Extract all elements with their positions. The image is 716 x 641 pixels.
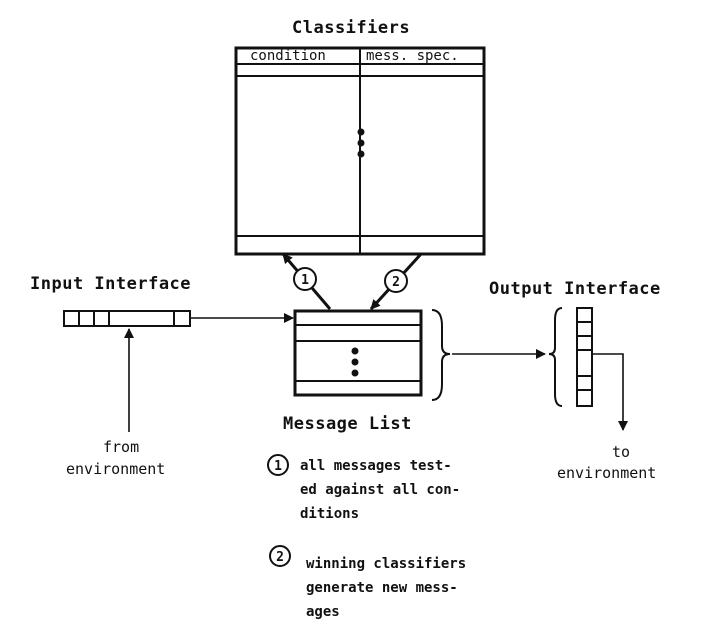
- message-list-title: Message List: [283, 414, 412, 434]
- note-two-marker-label: 2: [276, 550, 284, 565]
- marker-two-circle: [384, 269, 408, 293]
- marker-two-label: 2: [392, 275, 400, 290]
- note-one-marker-label: 1: [274, 459, 282, 474]
- marker-one-circle: [293, 267, 317, 291]
- message-list-ellipsis: [351, 347, 359, 377]
- note-one-line2: ed against all con-: [300, 482, 461, 498]
- output-interface-bracket: [548, 307, 563, 407]
- note-two-line2: generate new mess-: [306, 580, 458, 596]
- input-interface-register: [63, 310, 191, 327]
- output-interface-title: Output Interface: [489, 279, 661, 299]
- note-one-line3: ditions: [300, 506, 360, 522]
- note-one-circle: [267, 454, 289, 476]
- note-two-line1: winning classifiers: [306, 556, 467, 572]
- note-two-circle: [269, 545, 291, 567]
- output-interface-register: [576, 307, 593, 407]
- to-environment-line1: to: [612, 443, 631, 461]
- from-environment-line2: environment: [66, 460, 166, 478]
- classifiers-mess-spec-header: mess. spec.: [366, 48, 459, 64]
- classifiers-table: [234, 46, 486, 256]
- input-interface-title: Input Interface: [30, 274, 192, 294]
- classifiers-ellipsis: [357, 128, 365, 158]
- to-environment-arrow: [592, 353, 628, 431]
- marker-one-label: 1: [301, 273, 309, 288]
- to-environment-line2: environment: [557, 464, 657, 482]
- note-two: winning classifiers generate new mess- a…: [306, 552, 466, 624]
- note-two-line3: ages: [306, 604, 340, 620]
- classifiers-title: Classifiers: [292, 18, 411, 38]
- message-list-brace: [431, 309, 451, 401]
- note-one-line1: all messages test-: [300, 458, 452, 474]
- message-list-box: [293, 309, 423, 397]
- marker-circles: [267, 267, 408, 567]
- classifiers-condition-header: condition: [250, 48, 326, 64]
- from-environment-line1: from: [103, 438, 140, 456]
- note-one: all messages test- ed against all con- d…: [300, 454, 460, 526]
